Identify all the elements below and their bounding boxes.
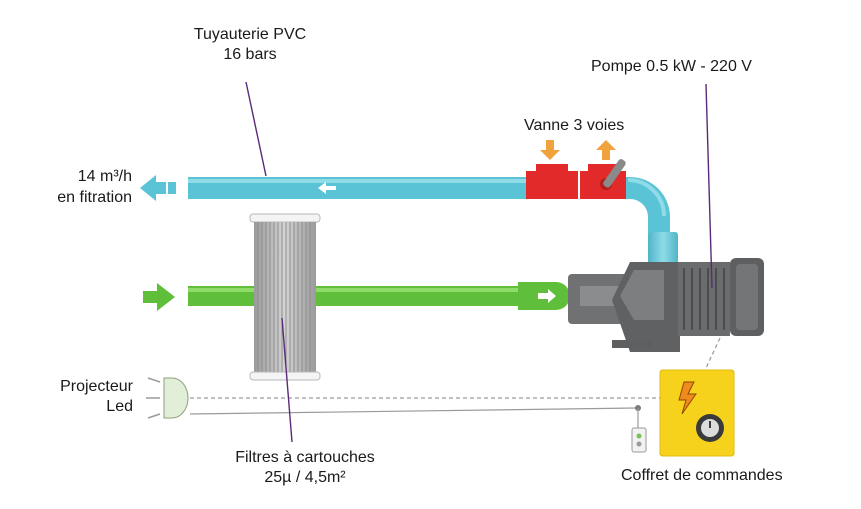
pump (568, 258, 764, 352)
valve-arrow-down-icon (540, 140, 560, 160)
flow-mode-label: en fitration (57, 189, 132, 206)
leader-lines (245, 81, 713, 443)
wall-switch-icon (631, 427, 647, 453)
light-label-line1: Projecteur (60, 378, 133, 395)
valve-arrow-up-icon (596, 140, 616, 160)
three-way-valve (526, 159, 626, 199)
spotlight-icon (146, 377, 189, 419)
valve-label: Vanne 3 voies (524, 117, 625, 134)
suction-pipe (188, 282, 570, 310)
filter-label-line2: 25µ / 4,5m² (264, 469, 346, 486)
pump-label: Pompe 0.5 kW - 220 V (591, 58, 752, 75)
flow-in-arrow-icon (143, 283, 175, 311)
pipe-title-label: Tuyauterie PVC (193, 26, 307, 43)
lightning-icon (678, 381, 697, 415)
pump-elbow-pipe (620, 177, 678, 272)
flow-out-arrow-icon (140, 175, 176, 201)
wiring (189, 337, 721, 428)
filter-label-line1: Filtres à cartouches (235, 449, 375, 466)
timer-icon (696, 414, 724, 442)
flow-value-label: 14 m³/h (77, 168, 132, 185)
light-label-line2: Led (106, 398, 133, 415)
pipe-pressure-label: 16 bars (223, 46, 277, 63)
return-pipe (188, 177, 528, 199)
control-box (659, 369, 735, 457)
control-box-label: Coffret de commandes (621, 467, 783, 484)
